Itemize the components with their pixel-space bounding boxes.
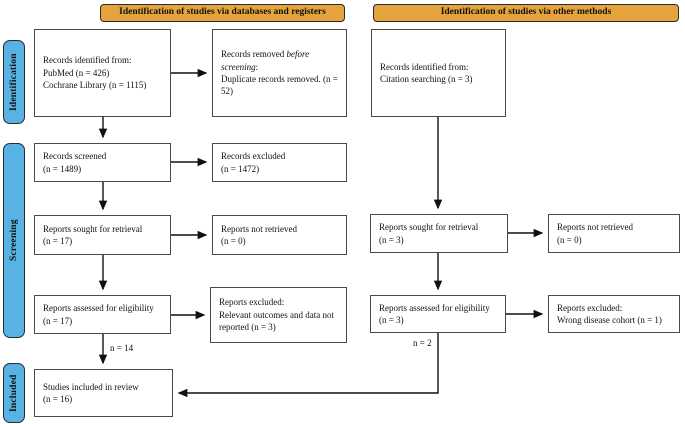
reports-sought-other-box: Reports sought for retrieval (n = 3) (370, 214, 508, 253)
studies-included-box: Studies included in review (n = 16) (34, 369, 173, 417)
reports-assessed-other-box: Reports assessed for eligibility (n = 3) (370, 295, 506, 333)
records-excluded-box: Records excluded (n = 1472) (212, 143, 347, 182)
records-removed-text: Records removed before screening: Duplic… (221, 36, 343, 110)
records-identified-databases-box: Records identified from: PubMed (n = 426… (34, 29, 171, 117)
flow-count-label-n14: n = 14 (110, 343, 134, 353)
reports-assessed-databases-box: Reports assessed for eligibility (n = 17… (34, 295, 171, 334)
reports-not-retrieved-other-box: Reports not retrieved (n = 0) (548, 214, 680, 253)
records-removed-line2: Duplicate records removed. (n = 52) (221, 74, 338, 97)
banner-other-methods: Identification of studies via other meth… (373, 4, 679, 22)
records-identified-other-box: Records identified from: Citation search… (371, 29, 506, 117)
reports-sought-databases-box: Reports sought for retrieval (n = 17) (34, 215, 171, 255)
reports-excluded-databases-box: Reports excluded: Relevant outcomes and … (210, 287, 347, 343)
flow-count-label-n2: n = 2 (413, 338, 432, 348)
stage-label-identification: Identification (3, 40, 25, 124)
banner-databases-registers: Identification of studies via databases … (100, 4, 345, 22)
records-screened-box: Records screened (n = 1489) (34, 143, 171, 182)
reports-excluded-other-box: Reports excluded: Wrong disease cohort (… (548, 295, 680, 333)
stage-label-included: Included (3, 363, 25, 423)
records-removed-box: Records removed before screening: Duplic… (212, 29, 347, 117)
stage-label-screening: Screening (3, 143, 25, 338)
reports-not-retrieved-databases-box: Reports not retrieved (n = 0) (212, 215, 347, 255)
records-removed-line1: Records removed before screening: (221, 49, 310, 72)
